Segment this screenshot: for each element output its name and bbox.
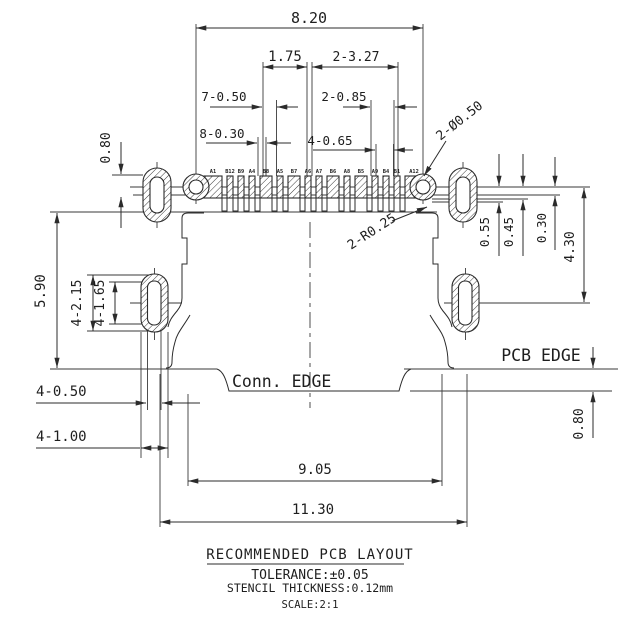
- radius-callout: 2-R0.25: [345, 211, 399, 253]
- pin-labels: A1 B12 B9 A4 B8 A5 B7 A6 A7 B6 A8 B5 A9 …: [210, 169, 419, 175]
- radius-leader: [391, 206, 428, 222]
- pin-label: A1: [210, 169, 216, 175]
- title-block: RECOMMENDED PCB LAYOUT TOLERANCE:±0.05 S…: [206, 547, 413, 611]
- dim-narrow-pad: 8-0.30: [199, 126, 244, 141]
- pin-label: B8: [263, 169, 269, 175]
- conn-edge-label: Conn. EDGE: [232, 372, 331, 391]
- comb-teeth: [221, 197, 406, 212]
- dim-right-a: 0.55: [477, 217, 492, 247]
- through-holes: [182, 173, 437, 201]
- pin-label: B4: [383, 169, 389, 175]
- note-scale: SCALE:2:1: [282, 599, 339, 611]
- pin-label: A8: [344, 169, 350, 175]
- shell-slots: [140, 167, 480, 333]
- pin-label: B1: [394, 169, 400, 175]
- dim-leg-slot-outer: 4-1.00: [36, 429, 87, 445]
- dim-edge-offset: 0.80: [572, 408, 587, 439]
- dim-leg-slot-width: 4-0.50: [36, 384, 87, 400]
- dim-outer-pitch: 2-3.27: [333, 50, 380, 65]
- pcb-edge-label: PCB EDGE: [501, 346, 580, 365]
- pin-label: B9: [238, 169, 244, 175]
- conn-edge-profile: [216, 368, 412, 392]
- dim-right-c: 0.30: [534, 213, 549, 243]
- drawing-title: RECOMMENDED PCB LAYOUT: [206, 547, 413, 563]
- dim-right-b: 0.45: [501, 217, 516, 247]
- dim-right-d: 4.30: [563, 231, 578, 262]
- pin-label: B12: [225, 169, 235, 175]
- hole-callout: 2-Ø0.50: [434, 98, 486, 144]
- dim-feet-span: 9.05: [298, 462, 332, 478]
- pin-label: A6: [305, 169, 311, 175]
- dim-slot-span: 11.30: [292, 502, 334, 518]
- pin-label: A4: [249, 169, 255, 175]
- pin-label: A5: [277, 169, 283, 175]
- pin-label: A9: [372, 169, 378, 175]
- dim-slot-outer: 4-2.15: [70, 280, 85, 327]
- connector-outline: [165, 212, 455, 392]
- dimension-lines: [36, 25, 596, 525]
- note-tolerance: TOLERANCE:±0.05: [251, 568, 368, 583]
- dim-wide-pad: 2-0.85: [321, 89, 366, 104]
- pin-label: B7: [291, 169, 297, 175]
- dim-slot-inner: 4-1.65: [93, 280, 108, 327]
- pin-label: B5: [358, 169, 364, 175]
- pin-label: B6: [330, 169, 336, 175]
- pin-label: A7: [316, 169, 322, 175]
- dim-pad-stub: 0.80: [99, 132, 114, 163]
- note-stencil: STENCIL THICKNESS:0.12mm: [227, 581, 393, 595]
- dim-center-gap: 1.75: [268, 49, 302, 65]
- pin-label: A12: [409, 169, 419, 175]
- dim-overall-width: 8.20: [291, 9, 327, 27]
- reference-lines: [50, 24, 618, 527]
- dim-shell-depth: 5.90: [33, 274, 49, 308]
- hole-leader: [423, 140, 447, 177]
- dim-pad-pitch: 7-0.50: [201, 89, 246, 104]
- dim-mid-pad: 4-0.65: [307, 133, 352, 148]
